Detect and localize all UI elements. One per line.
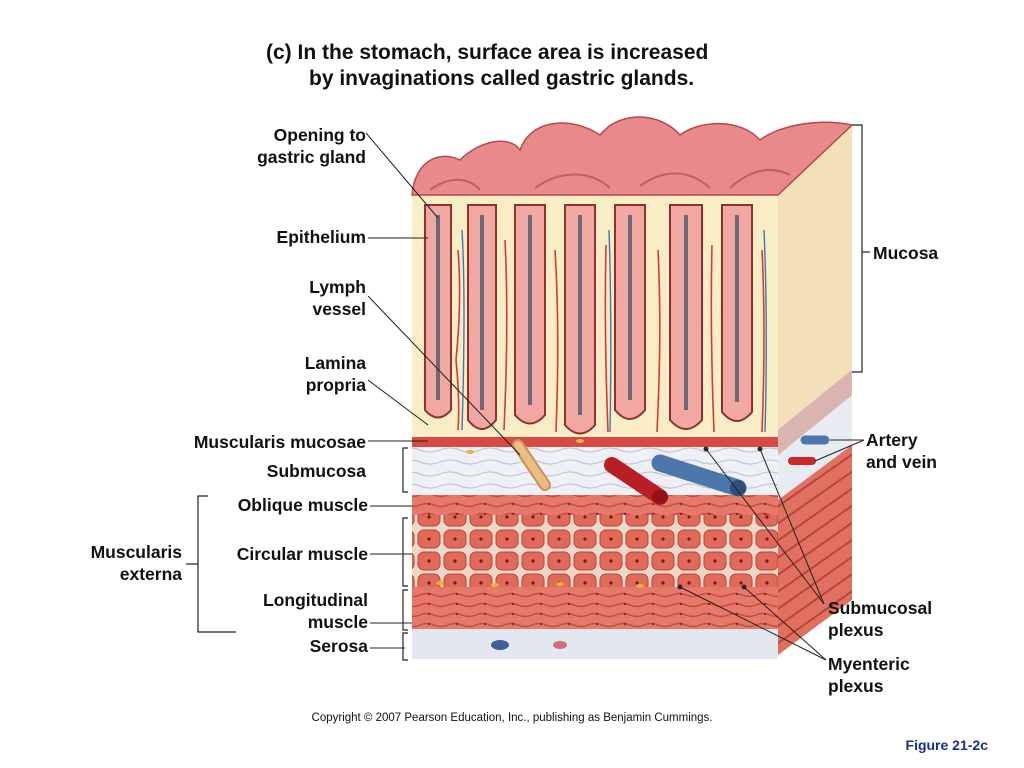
mucosa-bracket	[852, 124, 863, 373]
serosa-vessel	[491, 640, 509, 650]
serosa-vessel	[553, 641, 567, 649]
circular-muscle-layer	[412, 515, 778, 587]
figure-title-line-2: by invaginations called gastric glands.	[266, 66, 708, 92]
submucosa-vessels	[436, 435, 830, 590]
label-longitudinal-muscle: Longitudinal muscle	[263, 589, 368, 633]
label-muscularis-externa-line-2: externa	[119, 564, 182, 584]
label-submucosal-line-1: Submucosal	[828, 598, 933, 618]
muscularis-externa-bracket	[197, 495, 236, 633]
label-artery-line-1: Artery	[866, 430, 918, 450]
longitudinal-muscle-layer	[412, 587, 778, 629]
copyright-notice: Copyright © 2007 Pearson Education, Inc.…	[311, 712, 713, 724]
label-submucosal-plexus: Submucosal plexus	[828, 597, 932, 641]
label-opening-line-1: Opening to	[273, 125, 366, 145]
serosa-layer	[412, 629, 778, 659]
figure-title-line-1: (c) In the stomach, surface area is incr…	[266, 41, 709, 64]
label-muscularis-mucosae: Muscularis mucosae	[193, 432, 366, 452]
label-muscularis-externa: Muscularis externa	[91, 541, 182, 585]
label-artery-and-vein: Artery and vein	[866, 429, 937, 473]
label-artery-line-2: and vein	[866, 452, 937, 472]
label-opening-to-gastric-gland: Opening to gastric gland	[257, 124, 366, 168]
vein	[651, 454, 747, 497]
figure-title: (c) In the stomach, surface area is incr…	[266, 40, 708, 92]
figure-number: Figure 21-2c	[905, 737, 988, 753]
label-longitudinal-line-1: Longitudinal	[263, 590, 368, 610]
label-submucosal-line-2: plexus	[828, 620, 884, 640]
label-lamina-line-2: propria	[305, 375, 366, 395]
mucosal-surface	[411, 116, 854, 196]
submucosa-bracket	[402, 447, 408, 493]
muscularis-mucosae-layer	[412, 437, 778, 447]
label-muscularis-externa-line-1: Muscularis	[90, 542, 182, 562]
label-lymph-line-1: Lymph	[309, 277, 366, 297]
label-myenteric-line-2: plexus	[828, 676, 884, 696]
oblique-muscle-layer	[412, 495, 778, 515]
label-lymph-line-2: vessel	[312, 299, 366, 319]
label-epithelium: Epithelium	[276, 227, 366, 247]
label-serosa: Serosa	[309, 636, 368, 656]
artery	[604, 457, 668, 505]
label-mucosa: Mucosa	[873, 243, 939, 263]
label-longitudinal-line-2: muscle	[307, 612, 368, 632]
brackets	[186, 124, 870, 661]
label-myenteric-plexus: Myenteric plexus	[828, 653, 910, 697]
label-circular-muscle: Circular muscle	[236, 544, 368, 564]
label-submucosa: Submucosa	[266, 461, 366, 481]
side-artery-vein	[788, 435, 830, 465]
label-lymph-vessel: Lymph vessel	[309, 276, 366, 320]
leader-lines	[365, 132, 865, 661]
label-myenteric-line-1: Myenteric	[828, 654, 910, 674]
block-side-face	[778, 125, 852, 655]
figure-title-line-2-text: by invaginations called gastric glands.	[309, 67, 695, 90]
lymph-vessel	[512, 439, 551, 491]
label-lamina-line-1: Lamina	[304, 353, 366, 373]
gastric-glands	[424, 204, 767, 435]
label-opening-line-2: gastric gland	[257, 147, 366, 167]
label-lamina-propria: Lamina propria	[305, 352, 366, 396]
label-oblique-muscle: Oblique muscle	[237, 495, 368, 515]
